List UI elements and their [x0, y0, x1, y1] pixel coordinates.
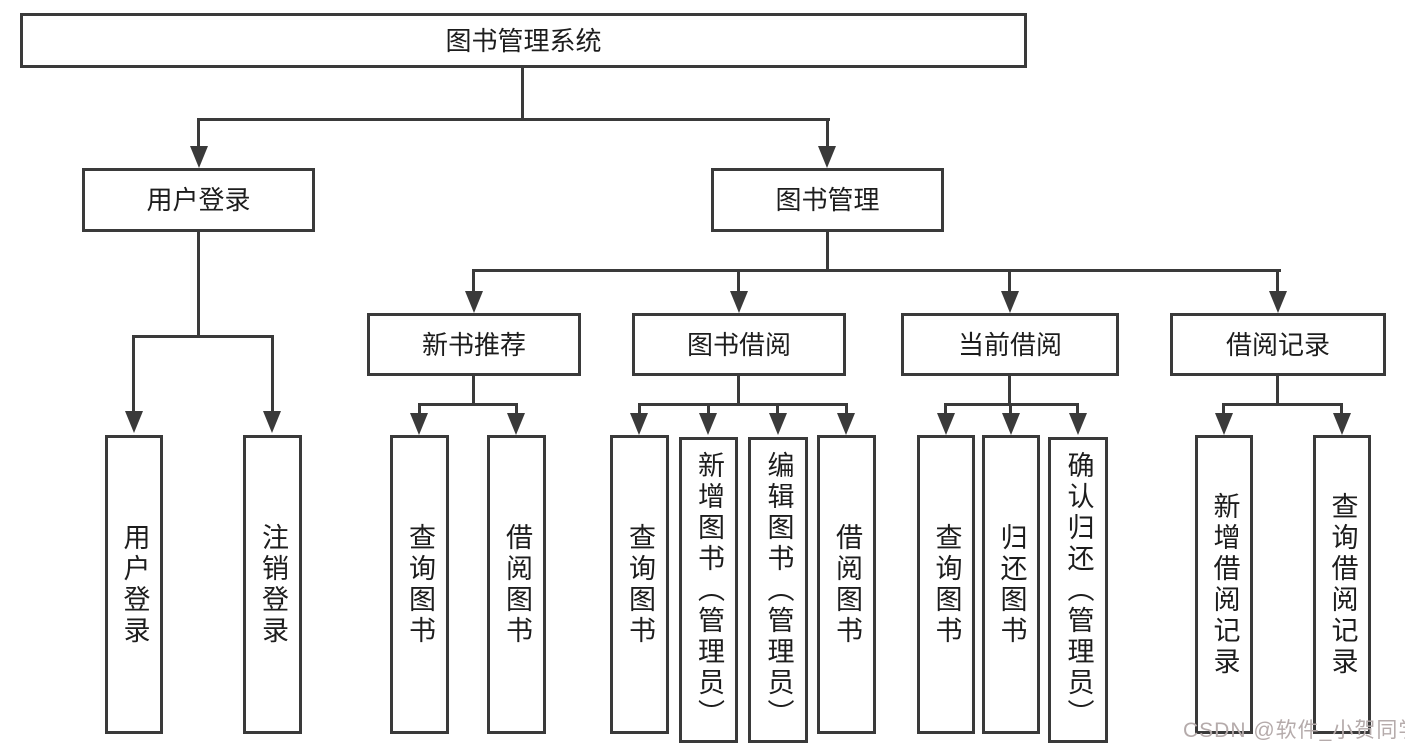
connector-new-book-stub [472, 376, 475, 405]
node-cb-confirm-return-admin-label: 确认归还（管理员） [1063, 450, 1094, 730]
arrowhead-nb-borrow [507, 413, 525, 435]
arrowhead-br-add [1215, 413, 1233, 435]
connector-bb-add-drop [707, 403, 710, 419]
arrowhead-br-query [1333, 413, 1351, 435]
node-bb-borrow-books: 借阅图书 [817, 435, 876, 734]
connector-borrow-records-drop [1276, 269, 1279, 295]
connector-bb-edit-drop [776, 403, 779, 419]
arrowhead-bb-query [630, 413, 648, 435]
connector-nb-borrow-drop [515, 403, 518, 419]
node-cb-confirm-return-admin: 确认归还（管理员） [1048, 437, 1108, 743]
node-bb-add-books-admin: 新增图书（管理员） [679, 437, 738, 743]
connector-user-login-rail [133, 335, 274, 338]
node-book-management: 图书管理 [711, 168, 944, 232]
connector-logout-drop [271, 335, 274, 415]
node-logout-leaf-label: 注销登录 [258, 522, 288, 647]
node-bb-query-books: 查询图书 [610, 435, 669, 734]
node-br-query-record: 查询借阅记录 [1313, 435, 1371, 734]
connector-new-book-drop [472, 269, 475, 295]
arrowhead-bb-borrow [837, 413, 855, 435]
connector-cb-query-drop [944, 403, 947, 419]
connector-cb-confirm-drop [1076, 403, 1079, 419]
node-user-login-leaf-label: 用户登录 [119, 522, 150, 647]
node-user-login: 用户登录 [82, 168, 315, 232]
node-nb-query-books: 查询图书 [390, 435, 449, 734]
connector-bb-borrow-drop [845, 403, 848, 419]
connector-bb-query-drop [638, 403, 641, 419]
node-br-add-record: 新增借阅记录 [1195, 435, 1253, 734]
node-user-login-leaf: 用户登录 [105, 435, 163, 734]
node-nb-borrow-books-label: 借阅图书 [502, 522, 532, 647]
connector-book-borrow-stub [737, 376, 740, 405]
node-nb-borrow-books: 借阅图书 [487, 435, 546, 734]
arrowhead-user-login [190, 146, 208, 168]
arrowhead-nb-query [410, 413, 428, 435]
arrowhead-cb-query [937, 413, 955, 435]
arrowhead-login [125, 411, 143, 433]
node-bb-edit-books-admin-label: 编辑图书（管理员） [763, 450, 794, 730]
node-cb-return-books-label: 归还图书 [996, 522, 1027, 647]
connector-login-drop [132, 335, 135, 415]
arrowhead-current-borrow [1001, 291, 1019, 313]
arrowhead-book-borrow [730, 291, 748, 313]
connector-root-stub [521, 68, 524, 120]
node-cb-query-books-label: 查询图书 [931, 522, 962, 647]
arrowhead-cb-return [1002, 413, 1020, 435]
node-br-query-record-label: 查询借阅记录 [1327, 491, 1358, 678]
connector-book-borrow-drop [737, 269, 740, 295]
arrowhead-book-mgmt [818, 146, 836, 168]
connector-user-login-drop [197, 118, 200, 150]
node-borrow-records: 借阅记录 [1170, 313, 1386, 376]
connector-br-query-drop [1340, 403, 1343, 419]
arrowhead-bb-edit [769, 413, 787, 435]
connector-cb-return-drop [1009, 403, 1012, 419]
node-cb-return-books: 归还图书 [982, 435, 1040, 734]
node-bb-borrow-books-label: 借阅图书 [832, 522, 862, 647]
arrowhead-logout [263, 411, 281, 433]
connector-nb-query-drop [418, 403, 421, 419]
connector-book-borrow-rail [639, 403, 847, 406]
connector-book-mgmt-stub [826, 232, 829, 271]
connector-borrow-records-stub [1276, 376, 1279, 405]
connector-current-borrow-stub [1008, 376, 1011, 405]
node-cb-query-books: 查询图书 [917, 435, 975, 734]
arrowhead-borrow-records [1269, 291, 1287, 313]
node-bb-add-books-admin-label: 新增图书（管理员） [694, 450, 724, 730]
connector-level3-rail [472, 269, 1281, 272]
node-nb-query-books-label: 查询图书 [405, 522, 435, 647]
connector-current-borrow-drop [1008, 269, 1011, 295]
node-new-book-recommend: 新书推荐 [367, 313, 581, 376]
arrowhead-new-book [465, 291, 483, 313]
connector-new-book-rail [419, 403, 517, 406]
node-br-add-record-label: 新增借阅记录 [1209, 491, 1240, 678]
node-logout-leaf: 注销登录 [243, 435, 302, 734]
node-bb-query-books-label: 查询图书 [625, 522, 655, 647]
connector-current-borrow-rail [946, 403, 1078, 406]
node-bb-edit-books-admin: 编辑图书（管理员） [748, 437, 808, 743]
node-book-borrow: 图书借阅 [632, 313, 846, 376]
connector-br-add-drop [1222, 403, 1225, 419]
csdn-watermark: CSDN @软件_小贺同学 [1183, 719, 1405, 742]
node-root: 图书管理系统 [20, 13, 1027, 68]
connector-level2-rail [197, 118, 830, 121]
node-current-borrow: 当前借阅 [901, 313, 1119, 376]
connector-borrow-records-rail [1224, 403, 1342, 406]
connector-user-login-stub [197, 232, 200, 337]
connector-book-mgmt-drop [826, 118, 829, 150]
arrowhead-cb-confirm [1069, 413, 1087, 435]
arrowhead-bb-add [699, 413, 717, 435]
